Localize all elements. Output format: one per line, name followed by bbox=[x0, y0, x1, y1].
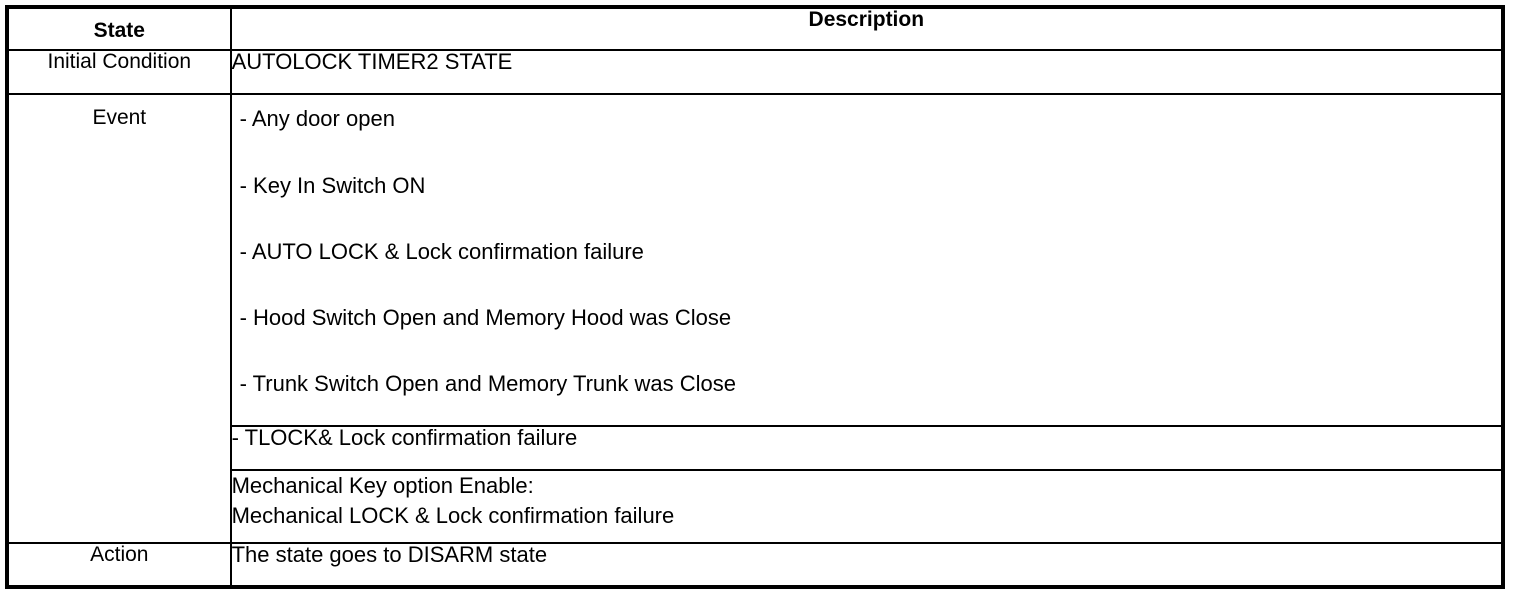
table-row: Event - Any door open - Key In Switch ON… bbox=[6, 93, 1505, 544]
list-item: - AUTO LOCK & Lock confirmation failure bbox=[239, 239, 644, 264]
state-label-event: Event bbox=[6, 93, 232, 544]
description-tlock-failure: - TLOCK& Lock confirmation failure bbox=[229, 425, 1505, 471]
description-action: The state goes to DISARM state bbox=[229, 542, 1505, 588]
description-mechanical-key: Mechanical Key option Enable: Mechanical… bbox=[229, 469, 1505, 544]
table-header-row: State Description bbox=[6, 6, 1505, 51]
state-label-action: Action bbox=[6, 542, 232, 588]
event-list: - Any door open - Key In Switch ON - AUT… bbox=[240, 95, 1501, 425]
description-line: Mechanical Key option Enable: bbox=[231, 473, 534, 498]
description-line: Mechanical LOCK & Lock confirmation fail… bbox=[231, 503, 675, 528]
table-row: Mechanical Key option Enable: Mechanical… bbox=[7, 469, 1505, 544]
description-event-list: - Any door open - Key In Switch ON - AUT… bbox=[229, 93, 1505, 427]
column-header-description: Description bbox=[229, 6, 1505, 51]
list-item: - Trunk Switch Open and Memory Trunk was… bbox=[239, 371, 737, 396]
table-row: Action The state goes to DISARM state bbox=[6, 542, 1505, 588]
state-description-table: State Description Initial Condition AUTO… bbox=[5, 5, 1505, 589]
list-item: - Hood Switch Open and Memory Hood was C… bbox=[239, 305, 732, 330]
state-label-initial-condition: Initial Condition bbox=[6, 49, 232, 95]
table-row: - TLOCK& Lock confirmation failure bbox=[7, 425, 1505, 471]
description-initial-condition: AUTOLOCK TIMER2 STATE bbox=[229, 49, 1505, 95]
column-header-state: State bbox=[6, 6, 232, 51]
list-item: - Key In Switch ON bbox=[239, 173, 426, 198]
table-row: Initial Condition AUTOLOCK TIMER2 STATE bbox=[6, 49, 1505, 95]
list-item: - Any door open bbox=[239, 106, 395, 131]
document-page: State Description Initial Condition AUTO… bbox=[5, 5, 1505, 589]
